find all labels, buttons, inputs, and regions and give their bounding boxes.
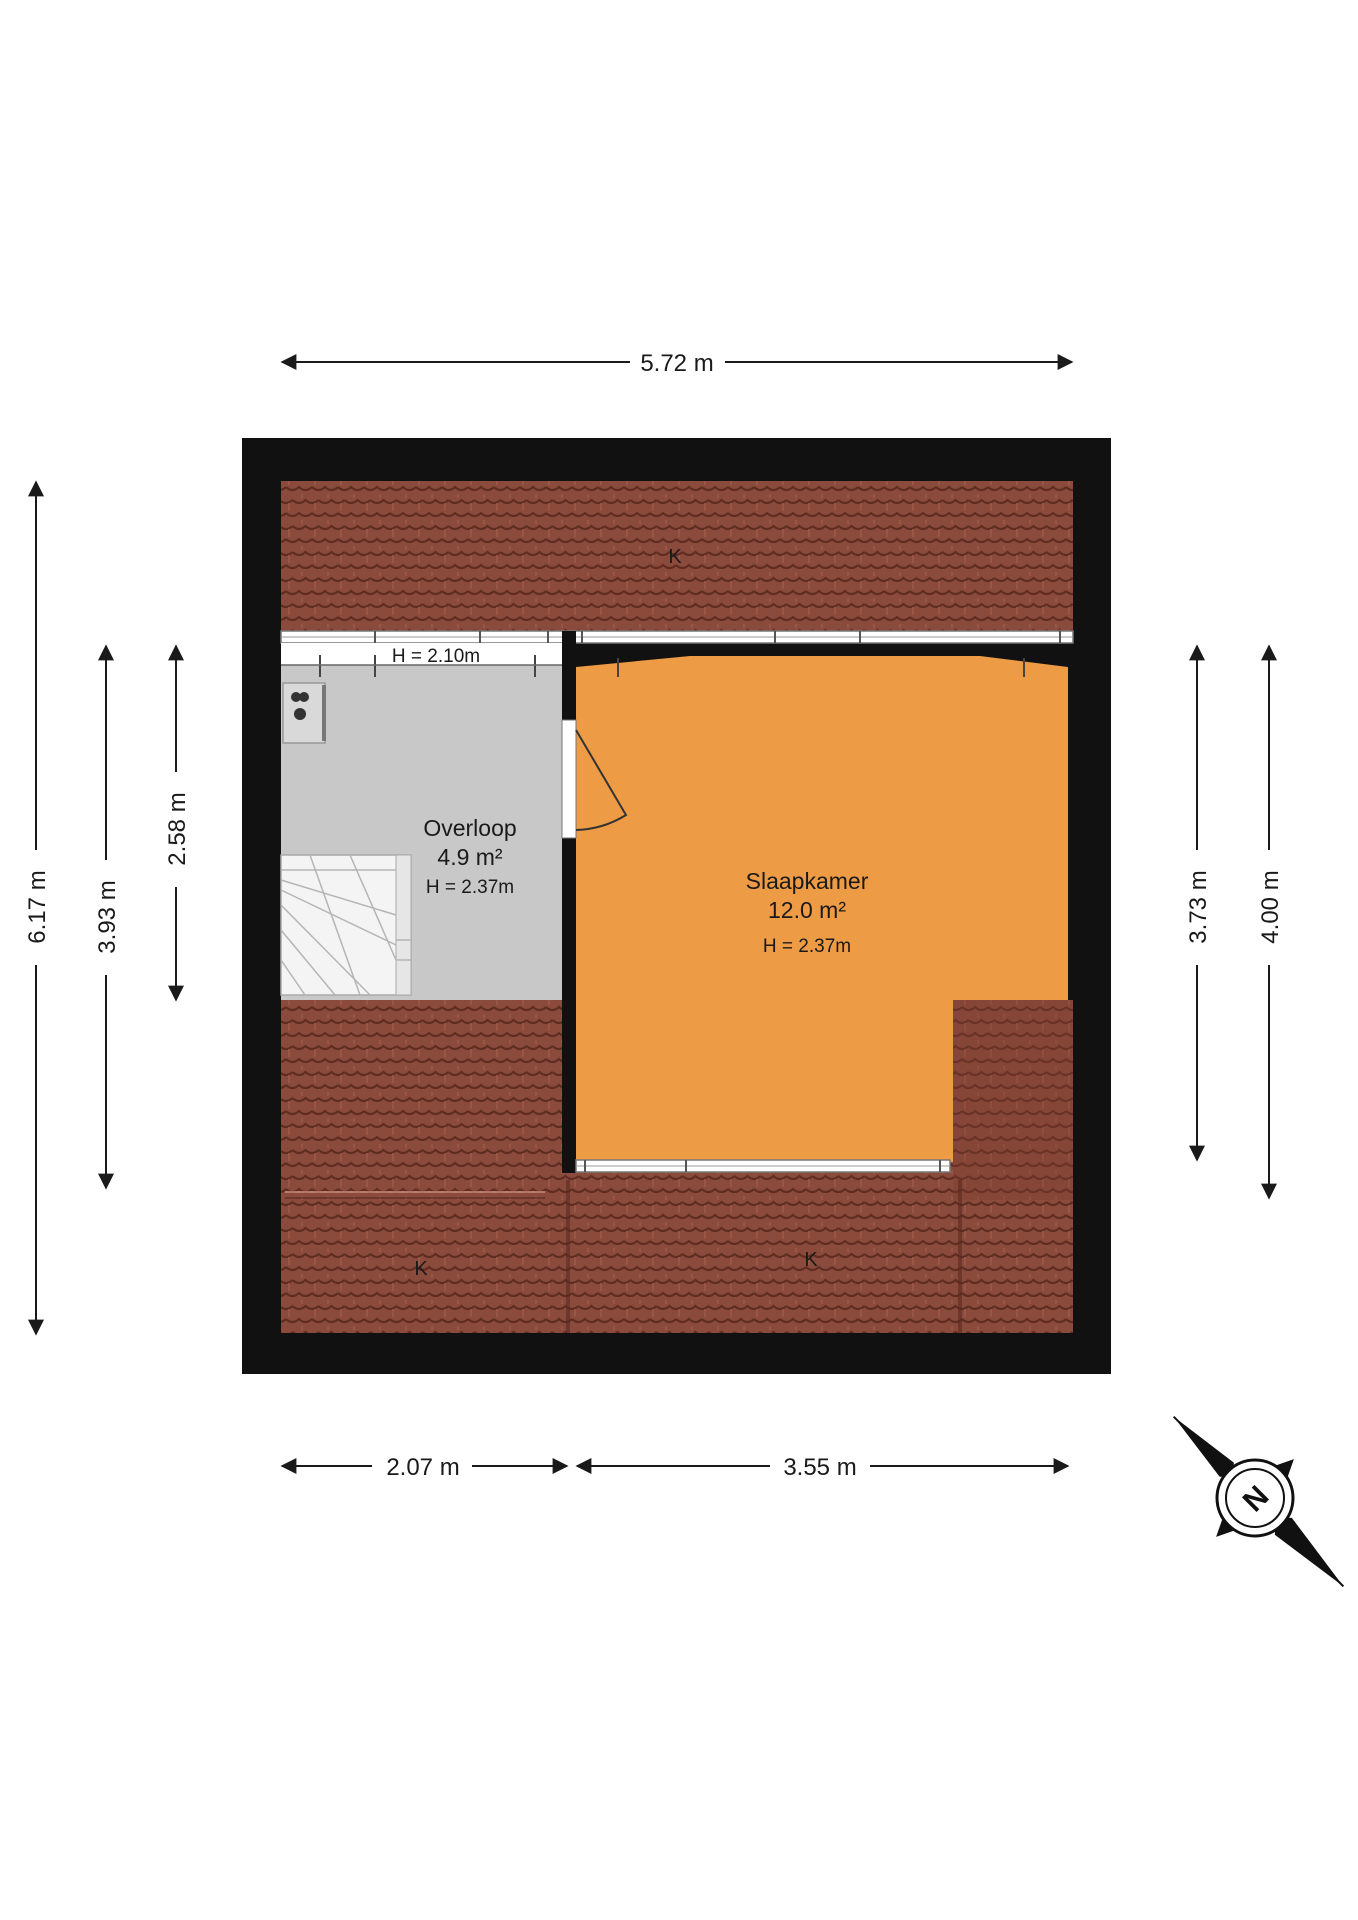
slaapkamer-name: Slaapkamer xyxy=(746,868,869,894)
roof-label-bottom-right: K xyxy=(804,1249,818,1271)
bedroom-floor xyxy=(576,656,1068,1162)
landing-ceiling-band xyxy=(281,643,564,665)
overloop-height: H = 2.37m xyxy=(426,877,514,898)
dim-right-outer: 4.00 m xyxy=(1257,870,1284,943)
slaapkamer-area: 12.0 m² xyxy=(768,897,846,923)
ceiling-ticks xyxy=(319,655,1025,677)
partition-wall xyxy=(562,631,576,1173)
dim-top-width: 5.72 m xyxy=(640,350,713,377)
overloop-name: Overloop xyxy=(423,815,516,841)
dim-right-inner: 3.73 m xyxy=(1185,870,1212,943)
overloop-area: 4.9 m² xyxy=(437,844,503,870)
roof-label-bottom-left: K xyxy=(414,1258,428,1280)
dim-left-mid: 3.93 m xyxy=(94,880,121,953)
dim-left-inner: 2.58 m xyxy=(164,792,191,865)
north-arrow-icon: N xyxy=(1172,1415,1345,1588)
door-swing xyxy=(575,729,628,831)
roof-label-top: K xyxy=(668,546,682,568)
staircase xyxy=(280,854,412,996)
dim-left-outer: 6.17 m xyxy=(24,870,51,943)
roof-top xyxy=(281,481,1073,631)
dim-bottom-left: 2.07 m xyxy=(386,1454,459,1481)
dim-bottom-right: 3.55 m xyxy=(783,1454,856,1481)
roof-right-notch xyxy=(953,1000,1073,1200)
window-height-label: H = 2.10m xyxy=(392,646,480,667)
slaapkamer-height: H = 2.37m xyxy=(763,936,851,957)
door-opening xyxy=(561,719,577,839)
